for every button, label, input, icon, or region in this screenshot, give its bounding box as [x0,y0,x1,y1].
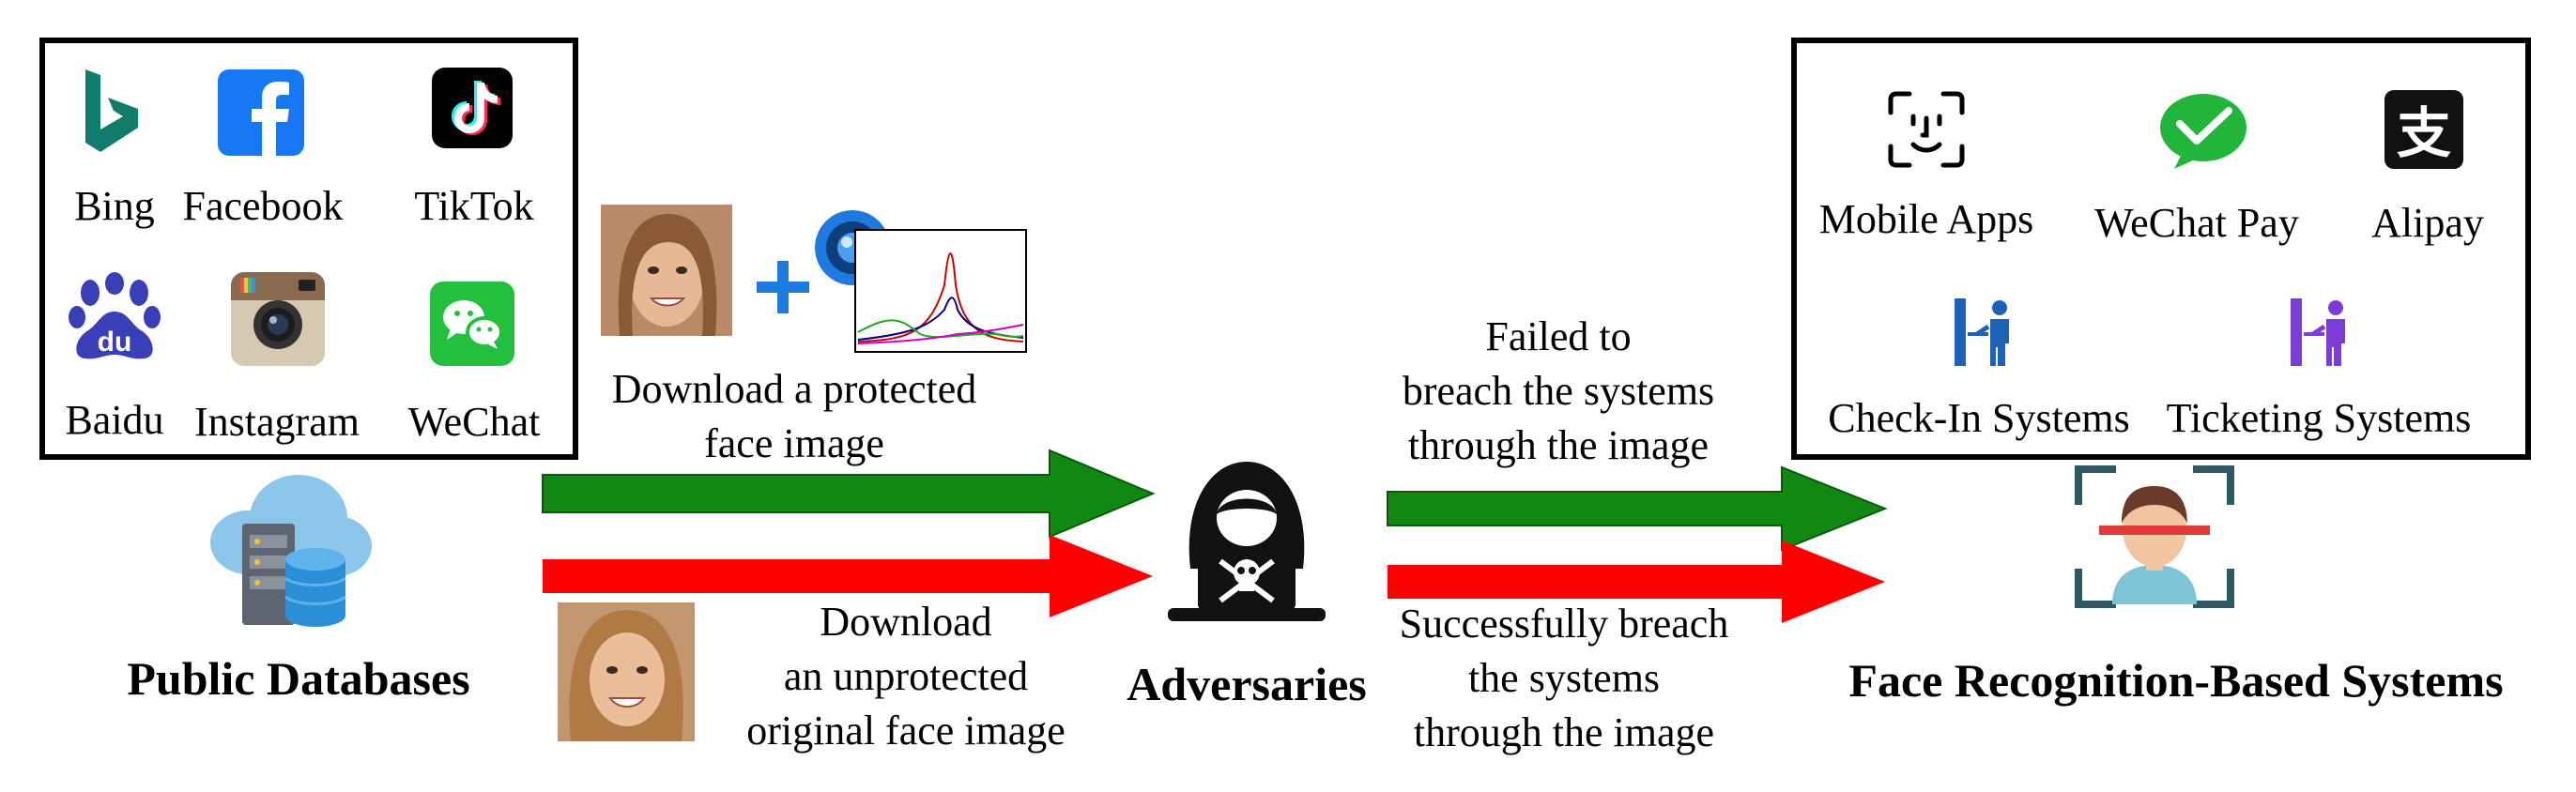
protected-caption-line2: face image [704,420,884,466]
protected-download-arrow [542,449,1156,539]
unprotected-caption-line2: an unprotected [783,653,1029,699]
failed-line3: through the image [1407,422,1710,468]
success-breach-arrow [1388,541,1885,623]
svg-text:支: 支 [2397,101,2451,165]
ticketing-icon [2291,298,2345,366]
platform-label-instagram: Instagram [194,399,360,445]
check-in-icon [1955,298,2009,366]
adversaries-label: Adversaries [1127,658,1367,710]
system-label-check-in: Check-In Systems [1828,395,2130,441]
success-line2: the systems [1467,655,1661,701]
tiktok-icon [432,68,513,148]
plus-icon [757,261,809,313]
protected-face-photo [601,205,732,336]
hacker-icon [1168,462,1326,621]
system-label-ticketing: Ticketing Systems [2166,395,2472,441]
alipay-icon: 支 [2384,90,2463,169]
wechat-icon [430,282,514,366]
platform-label-bing: Bing [74,183,155,229]
failed-breach-arrow [1387,465,1888,552]
wechat-pay-icon [2160,94,2246,169]
unprotected-caption-line1: Download [820,599,992,645]
baidu-icon: du [69,272,161,359]
failed-line2: breach the systems [1402,368,1715,414]
failed-line1: Failed to [1485,313,1632,359]
success-line3: through the image [1413,709,1715,755]
unprotected-download-arrow [543,535,1153,617]
face-id-icon [1888,91,1965,168]
database-cloud-icon [210,475,372,627]
platform-label-wechat: WeChat [407,399,541,445]
svg-text:du: du [98,327,132,358]
face-scan-icon [2075,465,2234,608]
unprotected-caption-line3: original face image [746,708,1066,754]
instagram-icon [231,272,325,366]
facebook-icon [218,69,304,156]
bing-icon [85,69,138,152]
unprotected-face-photo [558,602,695,741]
system-label-mobile-apps: Mobile Apps [1818,196,2034,242]
success-line1: Successfully breach [1399,601,1729,647]
system-label-wechat-pay: WeChat Pay [2094,200,2299,246]
platform-label-tiktok: TikTok [414,183,534,229]
platform-label-facebook: Facebook [182,183,344,229]
platform-label-baidu: Baidu [65,397,164,443]
protected-caption-line1: Download a protected [611,366,977,412]
loss-curve-plot [854,229,1027,353]
public-databases-label: Public Databases [127,652,470,705]
face-recognition-label: Face Recognition-Based Systems [1848,654,2504,707]
system-label-alipay: Alipay [2371,200,2484,246]
